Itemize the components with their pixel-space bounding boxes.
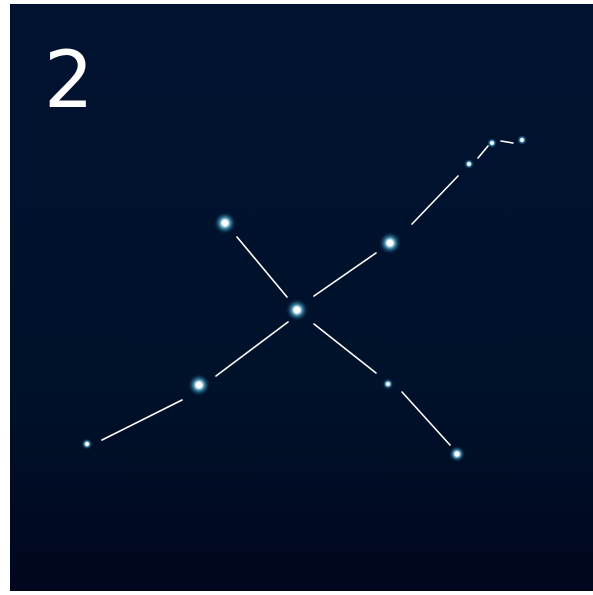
star xyxy=(455,452,460,457)
star xyxy=(196,382,202,388)
constellation-line xyxy=(102,400,182,440)
star xyxy=(222,220,228,226)
constellation-line xyxy=(237,237,287,297)
constellation-line xyxy=(412,176,458,224)
constellation-line xyxy=(314,324,376,373)
constellation-line xyxy=(478,146,488,158)
star xyxy=(520,138,523,141)
constellation-diagram xyxy=(10,4,593,591)
star xyxy=(490,141,493,144)
constellation-line xyxy=(216,322,288,376)
constellation-card: 2 xyxy=(10,4,593,591)
star xyxy=(387,240,393,246)
star xyxy=(467,162,470,165)
star xyxy=(386,382,390,386)
constellation-line xyxy=(314,253,376,296)
constellation-line xyxy=(501,141,513,143)
star xyxy=(85,442,89,446)
constellation-line xyxy=(402,392,450,445)
stars xyxy=(82,135,528,462)
star xyxy=(294,307,300,313)
